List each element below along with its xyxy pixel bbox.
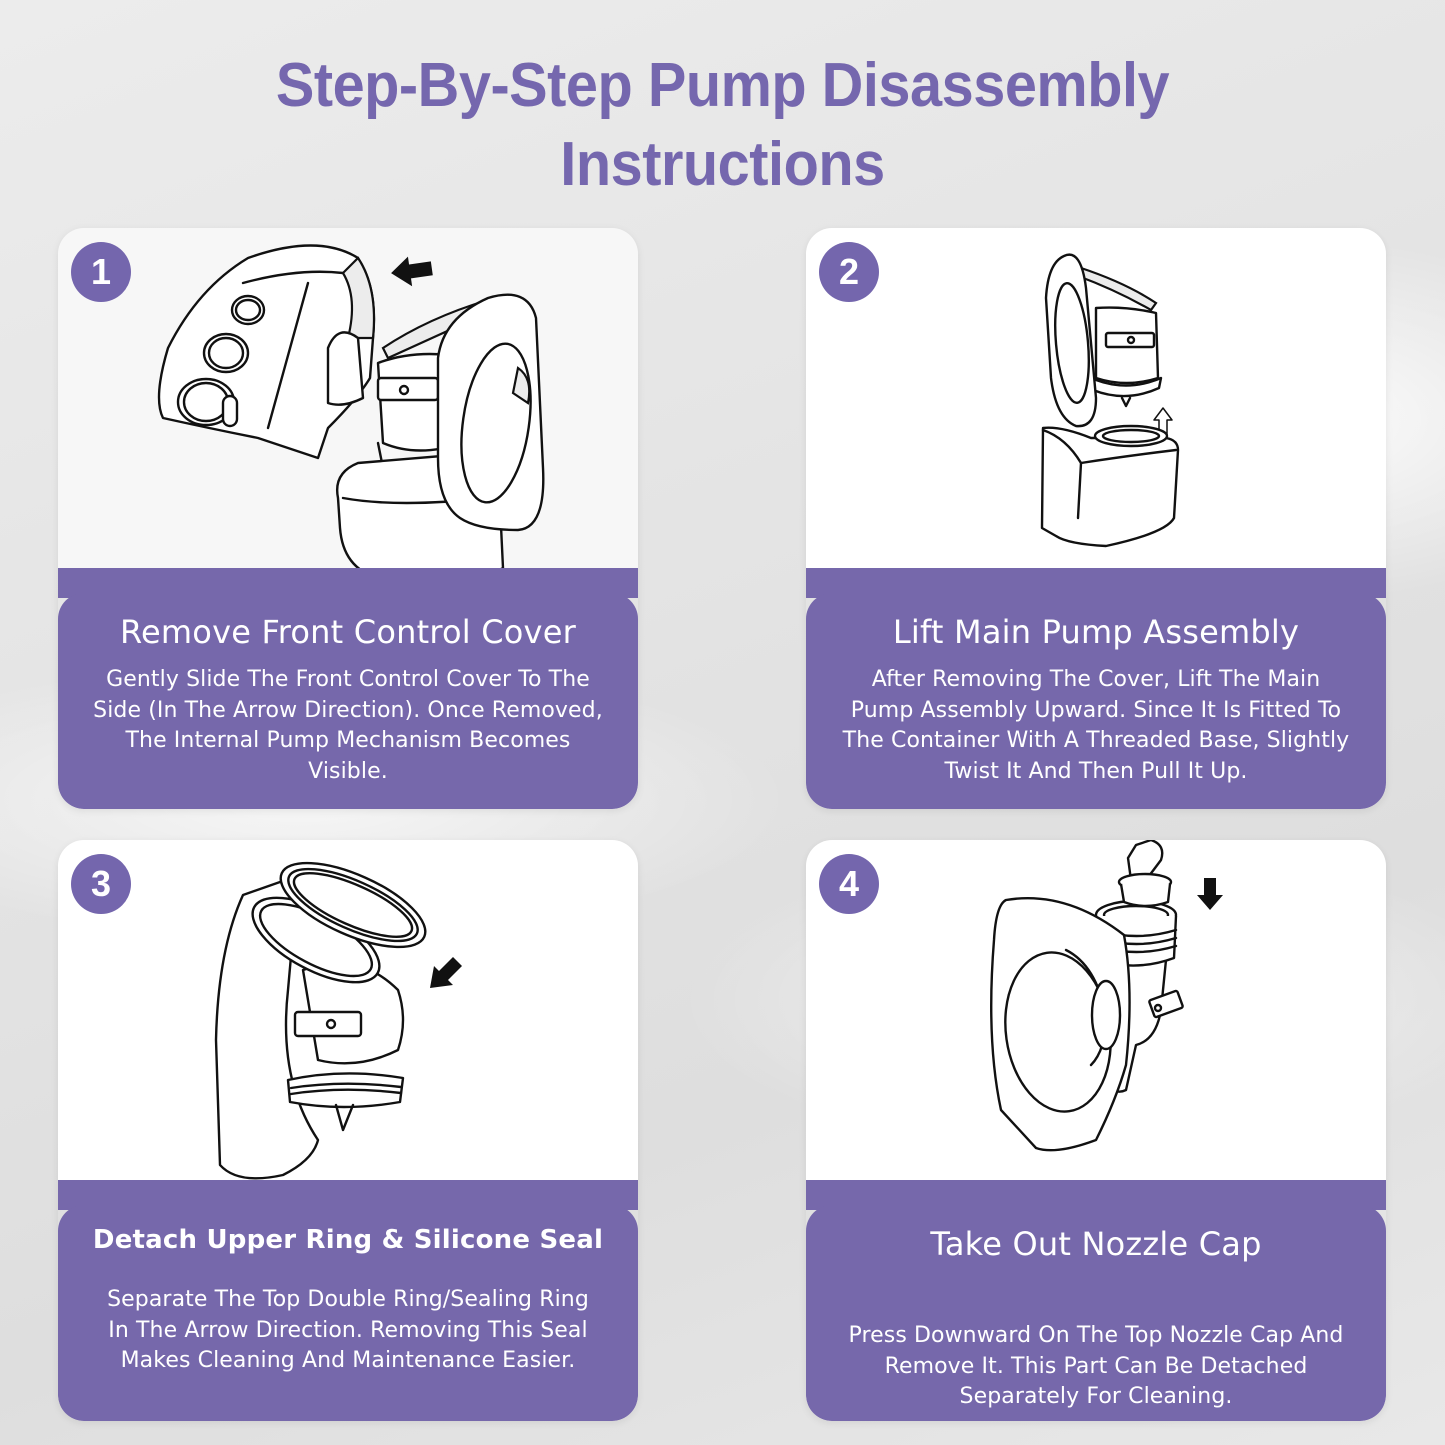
description-line: Press Downward On The Top Nozzle Cap And [848,1323,1344,1348]
step-description: Separate The Top Double Ring/Sealing Rin… [58,1285,638,1377]
pump-assembly-lift-illustration [1040,253,1180,548]
arrow-up-left-icon [391,256,433,287]
step-1-caption: Remove Front Control Cover Gently Slide … [58,593,638,809]
description-line: The Internal Pump Mechanism Becomes [125,728,571,753]
nozzle-cap-removal-illustration [990,840,1223,1152]
description-line: After Removing The Cover, Lift The Main [871,667,1321,692]
step-title: Take Out Nozzle Cap [930,1225,1262,1263]
step-title: Remove Front Control Cover [120,613,576,651]
step-3-illustration: 3 [58,840,638,1205]
description-line: Twist It And Then Pull It Up. [944,758,1248,784]
step-description: Press Downward On The Top Nozzle Cap And… [806,1321,1386,1413]
step-number-badge: 1 [71,242,131,302]
step-4-caption: Take Out Nozzle Cap Press Downward On Th… [806,1205,1386,1421]
pump-front-cover-illustration [157,244,545,585]
arrow-down-left-icon [430,957,462,988]
step-number-badge: 4 [819,854,879,914]
step-4-illustration: 4 [806,840,1386,1205]
description-line: Remove It. This Part Can Be Detached [884,1353,1308,1379]
step-description: After Removing The Cover, Lift The Main … [806,665,1386,787]
description-line: Makes Cleaning And Maintenance Easier. [120,1348,576,1373]
step-3-caption: Detach Upper Ring & Silicone Seal Separa… [58,1205,638,1421]
step-card-2: 2 Lift Main Pump Assembly After Removing… [806,228,1386,809]
description-line: In The Arrow Direction. Removing This Se… [108,1317,588,1343]
description-line: Visible. [308,758,388,784]
page-title: Step-By-Step Pump Disassembly Instructio… [51,46,1395,204]
description-line: Pump Assembly Upward. Since It Is Fitted… [850,697,1342,723]
step-description: Gently Slide The Front Control Cover To … [58,665,638,787]
step-number-badge: 3 [71,854,131,914]
page-title-line-2: Instructions [560,130,885,199]
description-line: Separately For Cleaning. [959,1384,1233,1409]
step-title: Lift Main Pump Assembly [892,613,1300,651]
description-line: The Container With A Threaded Base, Slig… [842,728,1350,753]
step-1-illustration: 1 [58,228,638,593]
step-card-3: 3 Detach Upper Ring & Silicone Seal Sepa… [58,840,638,1421]
page-title-line-1: Step-By-Step Pump Disassembly [275,51,1170,120]
step-card-4: 4 Take Out Nozzle Cap Press Downward On … [806,840,1386,1421]
step-2-caption: Lift Main Pump Assembly After Removing T… [806,593,1386,809]
step-title: Detach Upper Ring & Silicone Seal [92,1225,604,1255]
step-number-badge: 2 [819,242,879,302]
ring-seal-detach-illustration [214,861,462,1180]
step-2-illustration: 2 [806,228,1386,593]
description-line: Side (In The Arrow Direction). Once Remo… [93,697,603,723]
description-line: Separate The Top Double Ring/Sealing Rin… [107,1287,589,1312]
step-card-1: 1 Remove Front Control Cover Gently Slid… [58,228,638,809]
arrow-down-icon [1197,878,1223,910]
description-line: Gently Slide The Front Control Cover To … [106,667,590,692]
